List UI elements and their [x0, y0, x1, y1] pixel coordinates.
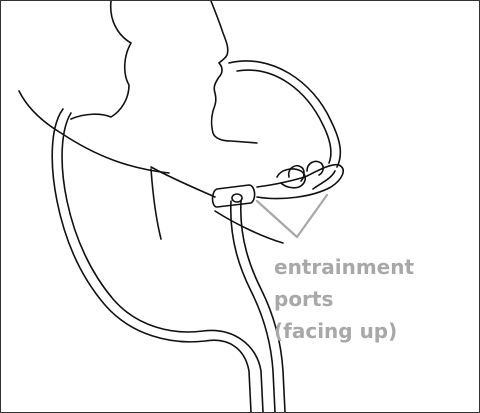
neck-outline — [19, 91, 169, 173]
cannula-tube-left-outer — [52, 109, 251, 412]
shoulder-outline — [151, 169, 161, 239]
callout-line-3: (facing up) — [274, 315, 414, 347]
slide-connector — [213, 185, 255, 207]
face-profile-outline — [211, 1, 257, 143]
nasal-prong-right — [307, 161, 323, 175]
slide-connector-hole — [232, 194, 242, 202]
callout-line-1: entrainment — [274, 251, 414, 283]
ear-outline — [71, 1, 131, 119]
callout-line-2: ports — [274, 283, 414, 315]
cannula-tube-over-ear — [229, 61, 340, 167]
entrainment-ports-callout: entrainment ports (facing up) — [274, 251, 414, 347]
cannula-tube-left-inner — [62, 113, 263, 412]
cannula-tube-over-ear-inner — [237, 70, 331, 163]
callout-leader-lines — [257, 195, 327, 237]
chin-outline — [151, 167, 215, 197]
